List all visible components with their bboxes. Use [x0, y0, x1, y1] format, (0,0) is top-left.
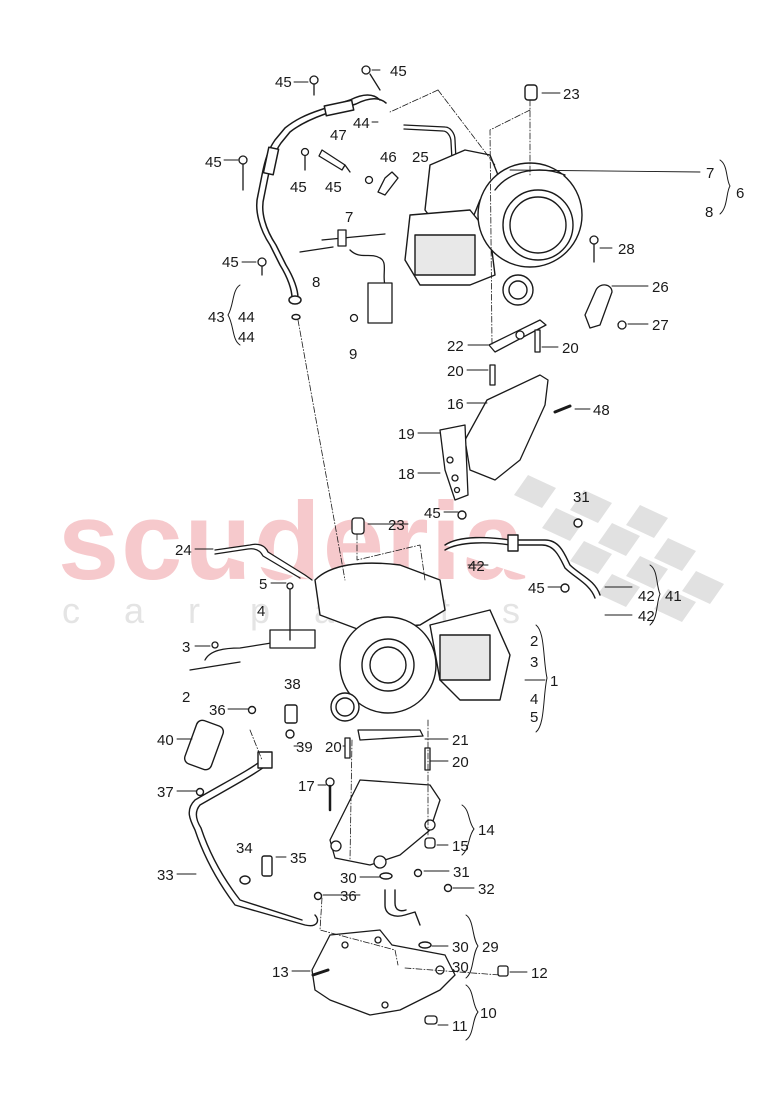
part-label-48[interactable]: 48 — [593, 402, 610, 419]
part-label-45[interactable]: 45 — [424, 505, 441, 522]
part-label-30[interactable]: 30 — [340, 870, 357, 887]
bracket-26 — [584, 235, 627, 330]
part-label-31[interactable]: 31 — [573, 489, 590, 506]
part-label-16[interactable]: 16 — [447, 396, 464, 413]
temperature-sensor-24 — [214, 543, 313, 581]
part-label-10[interactable]: 10 — [480, 1005, 497, 1022]
bracket-46 — [377, 171, 399, 196]
part-label-4[interactable]: 4 — [257, 603, 266, 620]
part-label-22[interactable]: 22 — [447, 338, 464, 355]
support-bracket-14 — [325, 777, 441, 869]
part-label-7[interactable]: 7 — [706, 165, 715, 182]
part-label-19[interactable]: 19 — [398, 426, 415, 443]
part-label-36[interactable]: 36 — [209, 702, 226, 719]
part-label-45[interactable]: 45 — [325, 179, 342, 196]
part-label-2[interactable]: 2 — [530, 633, 539, 650]
part-label-6[interactable]: 6 — [736, 185, 745, 202]
part-label-35[interactable]: 35 — [290, 850, 307, 867]
part-label-26[interactable]: 26 — [652, 279, 669, 296]
group-braces — [227, 159, 731, 1041]
part-label-47[interactable]: 47 — [330, 127, 347, 144]
part-label-24[interactable]: 24 — [175, 542, 192, 559]
gasket-22-upper — [488, 319, 547, 386]
part-label-23[interactable]: 23 — [563, 86, 580, 103]
part-label-8[interactable]: 8 — [705, 204, 714, 221]
part-label-30[interactable]: 30 — [452, 959, 469, 976]
part-label-42[interactable]: 42 — [638, 588, 655, 605]
part-label-1[interactable]: 1 — [550, 673, 559, 690]
part-label-46[interactable]: 46 — [380, 149, 397, 166]
turbocharger-upper — [404, 84, 583, 306]
part-label-13[interactable]: 13 — [272, 964, 289, 981]
part-label-9[interactable]: 9 — [349, 346, 358, 363]
part-label-45[interactable]: 45 — [275, 74, 292, 91]
part-label-39[interactable]: 39 — [296, 739, 313, 756]
part-label-2[interactable]: 2 — [182, 689, 191, 706]
part-label-3[interactable]: 3 — [182, 639, 191, 656]
nut-23-lower — [351, 517, 365, 535]
part-label-38[interactable]: 38 — [284, 676, 301, 693]
part-label-20[interactable]: 20 — [325, 739, 342, 756]
part-label-8[interactable]: 8 — [312, 274, 321, 291]
part-label-25[interactable]: 25 — [412, 149, 429, 166]
part-label-43[interactable]: 43 — [208, 309, 225, 326]
oil-feed-pipe-lower — [183, 704, 323, 927]
sensor-wiring-7-8 — [299, 229, 393, 324]
part-label-15[interactable]: 15 — [452, 838, 469, 855]
oil-return-pipe-29 — [379, 868, 453, 949]
sensor-47 — [318, 149, 351, 173]
part-label-33[interactable]: 33 — [157, 867, 174, 884]
part-label-31[interactable]: 31 — [453, 864, 470, 881]
part-label-44[interactable]: 44 — [238, 309, 255, 326]
part-label-34[interactable]: 34 — [236, 840, 253, 857]
part-label-3[interactable]: 3 — [530, 654, 539, 671]
bolts-45-upper — [238, 65, 381, 276]
part-label-27[interactable]: 27 — [652, 317, 669, 334]
part-label-42[interactable]: 42 — [638, 608, 655, 625]
part-label-41[interactable]: 41 — [665, 588, 682, 605]
part-label-18[interactable]: 18 — [398, 466, 415, 483]
part-label-28[interactable]: 28 — [618, 241, 635, 258]
part-label-45[interactable]: 45 — [528, 580, 545, 597]
part-label-30[interactable]: 30 — [452, 939, 469, 956]
part-label-44[interactable]: 44 — [238, 329, 255, 346]
part-label-4[interactable]: 4 — [530, 691, 539, 708]
sensor-25 — [403, 124, 457, 161]
part-label-23[interactable]: 23 — [388, 517, 405, 534]
part-label-7[interactable]: 7 — [345, 209, 354, 226]
part-label-32[interactable]: 32 — [478, 881, 495, 898]
part-label-17[interactable]: 17 — [298, 778, 315, 795]
actuator-wiring-4 — [189, 582, 316, 671]
part-label-14[interactable]: 14 — [478, 822, 495, 839]
part-label-44[interactable]: 44 — [353, 115, 370, 132]
part-label-20[interactable]: 20 — [447, 363, 464, 380]
part-label-45[interactable]: 45 — [290, 179, 307, 196]
oil-feed-pipe-upper — [256, 94, 387, 321]
part-label-37[interactable]: 37 — [157, 784, 174, 801]
part-label-11[interactable]: 11 — [452, 1018, 468, 1035]
support-bracket-10 — [311, 929, 509, 1025]
label-pointer-lines — [176, 69, 701, 1026]
part-label-45[interactable]: 45 — [205, 154, 222, 171]
turbocharger-lower — [314, 562, 511, 722]
gasket-21-lower — [344, 729, 431, 771]
part-label-5[interactable]: 5 — [530, 709, 539, 726]
part-label-5[interactable]: 5 — [259, 576, 268, 593]
part-label-12[interactable]: 12 — [531, 965, 548, 982]
part-label-45[interactable]: 45 — [390, 63, 407, 80]
part-label-29[interactable]: 29 — [482, 939, 499, 956]
part-label-40[interactable]: 40 — [157, 732, 174, 749]
part-label-45[interactable]: 45 — [222, 254, 239, 271]
part-label-20[interactable]: 20 — [452, 754, 469, 771]
support-bracket-16 — [439, 374, 572, 501]
part-label-42[interactable]: 42 — [468, 558, 485, 575]
oil-return-pipe-41 — [444, 510, 601, 599]
part-label-36[interactable]: 36 — [340, 888, 357, 905]
part-label-20[interactable]: 20 — [562, 340, 579, 357]
part-label-21[interactable]: 21 — [452, 732, 469, 749]
